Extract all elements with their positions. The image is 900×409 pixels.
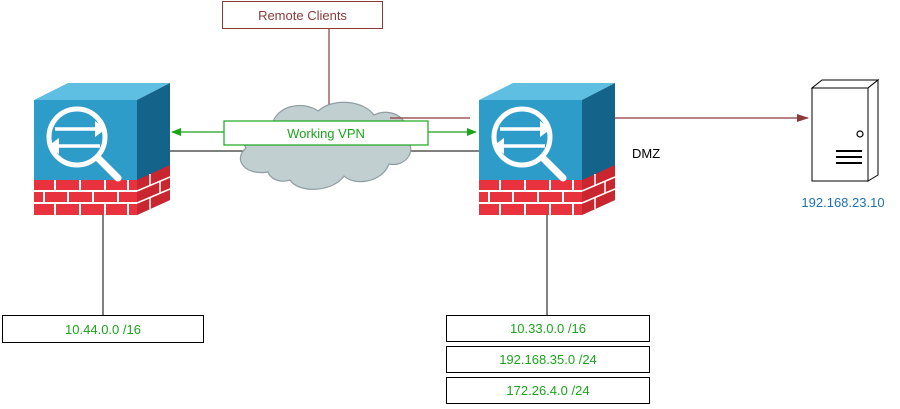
remote-clients-box: Remote Clients — [222, 1, 383, 29]
server-ip-label: 192.168.23.10 — [801, 194, 885, 210]
remote-clients-label: Remote Clients — [258, 7, 347, 23]
left-network-box: 10.44.0.0 /16 — [2, 315, 204, 343]
right-network-label-1: 10.33.0.0 /16 — [510, 321, 586, 336]
left-firewall-icon — [34, 83, 170, 215]
right-network-box-2: 192.168.35.0 /24 — [446, 346, 650, 373]
dmz-label: DMZ — [632, 145, 661, 161]
left-network-label: 10.44.0.0 /16 — [65, 321, 141, 337]
server-icon — [810, 78, 880, 182]
right-network-box-3: 172.26.4.0 /24 — [446, 377, 650, 404]
right-network-label-2: 192.168.35.0 /24 — [499, 352, 597, 367]
right-network-box-1: 10.33.0.0 /16 — [446, 315, 650, 342]
right-network-label-3: 172.26.4.0 /24 — [506, 383, 590, 398]
cloud-icon — [239, 101, 412, 190]
vpn-label: Working VPN — [287, 125, 365, 141]
right-firewall-icon — [479, 83, 615, 215]
vpn-box — [223, 120, 429, 146]
